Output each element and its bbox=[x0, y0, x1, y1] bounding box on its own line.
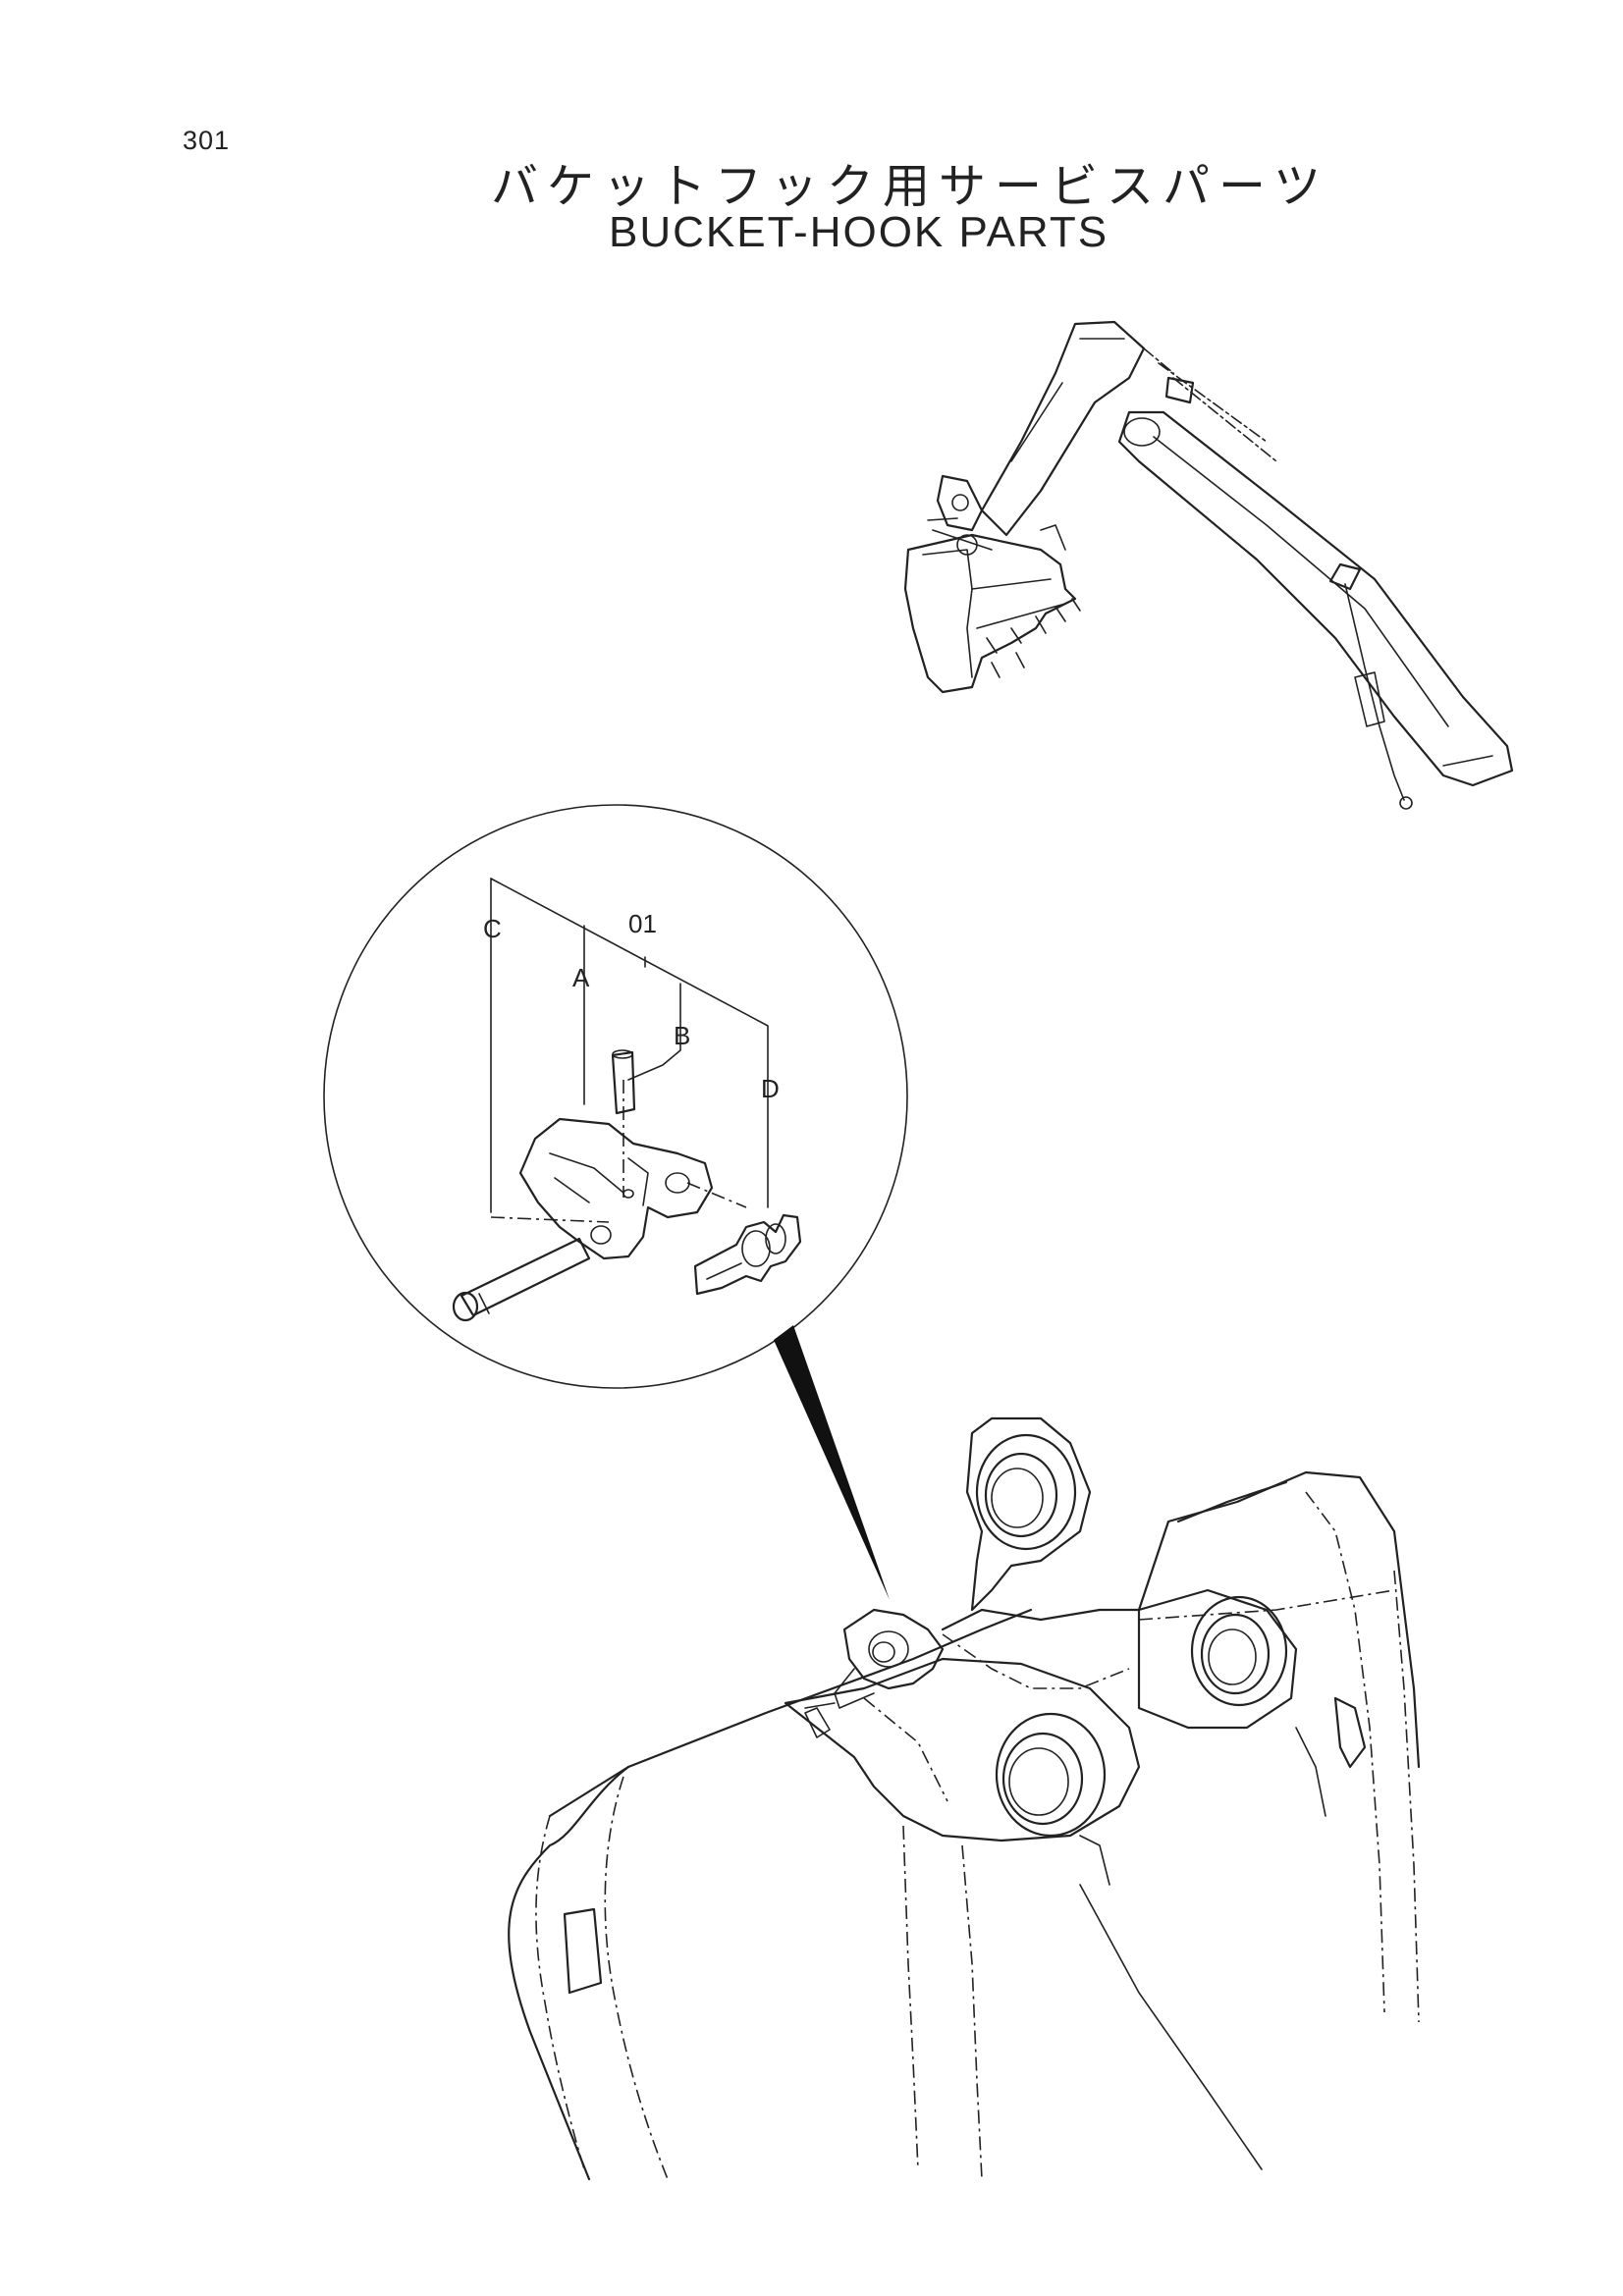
bucket-closeup bbox=[508, 1416, 1421, 2181]
callout-01: 01 bbox=[628, 909, 657, 938]
callout-c: C bbox=[483, 914, 502, 943]
title-japanese: バケットフック用サービスパーツ bbox=[491, 159, 1330, 214]
callout-b: B bbox=[674, 1021, 690, 1050]
page-number: 301 bbox=[183, 126, 231, 155]
bucket-hook-detail-circle: C 01 A B D bbox=[323, 804, 908, 1600]
title-english: BUCKET-HOOK PARTS bbox=[609, 208, 1109, 256]
callout-d: D bbox=[761, 1074, 780, 1103]
excavator-arm-overview bbox=[903, 320, 1514, 810]
callout-a: A bbox=[572, 963, 590, 992]
